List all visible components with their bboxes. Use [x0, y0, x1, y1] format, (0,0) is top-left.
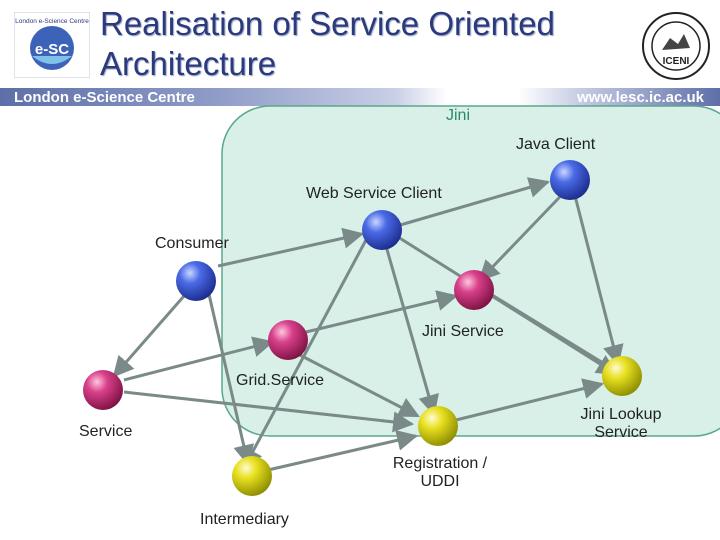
- label-consumer: Consumer: [155, 235, 229, 252]
- lesc-logo-text: London e-Science Centre: [15, 18, 89, 25]
- edge-service-registration: [123, 390, 415, 433]
- lesc-logo: e-SC London e-Science Centre: [13, 11, 91, 79]
- edge-wsclient-registration: [380, 231, 439, 417]
- label-intermediary: Intermediary: [200, 511, 289, 528]
- edge-wsclient-javaclient: [389, 177, 551, 230]
- edge-wsclient-intermediary: [242, 239, 368, 470]
- edge-service-gridservice: [123, 336, 275, 382]
- edge-javaclient-jinilookup: [570, 183, 624, 367]
- label-jini-service: Jini Service: [422, 323, 504, 340]
- slide-header: e-SC London e-Science Centre Realisation…: [0, 0, 720, 106]
- iceni-logo: ICENI: [640, 10, 712, 82]
- node-grid-service: [268, 320, 308, 360]
- node-java-client: [550, 160, 590, 200]
- lesc-logo-mark: e-SC: [35, 41, 69, 58]
- label-jini-lookup-service: Jini Lookup Service: [566, 406, 676, 442]
- label-registration-line1: Registration /: [392, 455, 488, 472]
- node-jini-service: [454, 270, 494, 310]
- node-service: [83, 370, 123, 410]
- label-web-service-client: Web Service Client: [306, 185, 442, 202]
- edge-consumer-intermediary: [206, 289, 254, 467]
- node-web-service-client: [362, 210, 402, 250]
- label-grid-service: Grid.Service: [236, 372, 325, 389]
- edge-jiniservice-jinilookup: [483, 288, 609, 368]
- banner-left-text: London e-Science Centre: [14, 89, 195, 106]
- edge-gridservice-jiniservice: [305, 290, 459, 334]
- label-jini-lookup-line1: Jini Lookup: [580, 406, 662, 423]
- label-service: Service: [79, 423, 133, 440]
- jini-region-label: Jini: [446, 107, 471, 124]
- edge-registration-jinilookup: [455, 378, 605, 422]
- node-registration-uddi: [418, 406, 458, 446]
- edge-gridservice-registration: [293, 350, 420, 418]
- label-java-client: Java Client: [516, 136, 596, 153]
- slide-title: Realisation of Service Oriented Architec…: [100, 5, 555, 82]
- label-jini-lookup-line2: Service: [594, 424, 648, 441]
- banner-right-text: www.lesc.ic.ac.uk: [576, 89, 704, 106]
- label-registration-line2: UDDI: [420, 473, 460, 490]
- iceni-logo-text: ICENI: [663, 56, 690, 67]
- edge-intermediary-registration: [267, 429, 419, 472]
- node-intermediary: [232, 456, 272, 496]
- node-jini-lookup-service: [602, 356, 642, 396]
- banner-bar: [0, 88, 720, 106]
- label-registration-uddi: Registration / UDDI: [370, 455, 510, 491]
- edge-consumer-wsclient: [217, 227, 365, 268]
- edge-consumer-service: [112, 295, 186, 378]
- node-consumer: [176, 261, 216, 301]
